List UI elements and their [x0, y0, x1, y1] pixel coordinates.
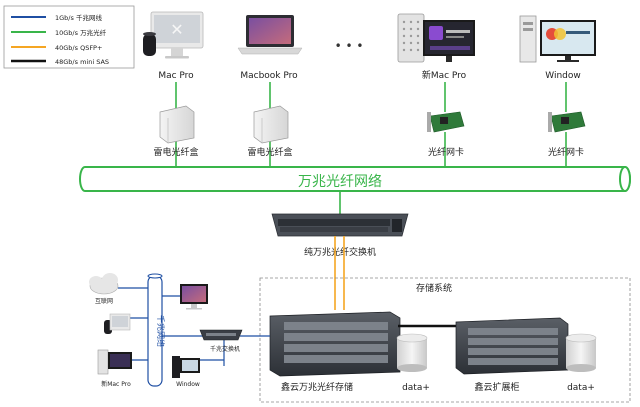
core-switch-label: 纯万兆光纤交换机 [304, 246, 376, 258]
nic-card-icon [427, 111, 465, 133]
database-icon [396, 333, 428, 372]
storage-system: 存储系统 鑫云万兆光纤存储 data+ [259, 277, 631, 403]
lan-section: 千兆网络 互联网 [89, 273, 270, 388]
workstation-label-new-mac-pro: 新Mac Pro [422, 69, 467, 81]
legend: 1Gb/s 千兆网线 10Gb/s 万兆光纤 40Gb/s QSFP+ 48Gb… [3, 5, 135, 69]
internet-label: 互联网 [95, 297, 113, 305]
lan-switch: 千兆交换机 [199, 329, 243, 353]
lan-new-mac-pro-client: 新Mac Pro [97, 349, 132, 388]
workstation-label-macbook-pro: Macbook Pro [240, 71, 298, 81]
lan-backbone-label: 千兆网络 [156, 315, 166, 347]
adapter-label-new-mac-pro: 光纤网卡 [428, 146, 464, 158]
laptop-icon [237, 15, 303, 55]
primary-storage-label: 鑫云万兆光纤存储 [281, 381, 353, 393]
pc-tower-icon [519, 15, 537, 63]
adapter-label-window: 光纤网卡 [548, 146, 584, 158]
lan-backbone: 千兆网络 [147, 273, 166, 387]
mac-pro-cylinder-icon [143, 32, 156, 56]
nic-card-1: 光纤网卡 [427, 111, 465, 158]
monitor-icon [540, 20, 596, 62]
storage-server-icon [269, 311, 401, 377]
thunderbolt-box-icon [159, 105, 195, 144]
lan-mac-pro-client [104, 313, 131, 334]
data-pool-2-label: data+ [567, 383, 595, 393]
primary-storage-server: 鑫云万兆光纤存储 [269, 311, 401, 393]
adapter-label-mac-pro: 雷电光纤盒 [153, 146, 198, 158]
mac-pro-tower-icon [97, 349, 109, 375]
more-devices-indicator: • • • [335, 39, 364, 53]
nic-card-2: 光纤网卡 [548, 111, 586, 158]
internet: 互联网 [89, 273, 119, 305]
lan-imac [180, 284, 208, 310]
qsfp-links [334, 236, 345, 310]
database-icon [565, 333, 597, 372]
expansion-storage-label: 鑫云扩展柜 [474, 381, 519, 393]
storage-system-title: 存储系统 [416, 282, 452, 294]
mac-pro-tower-icon [397, 13, 425, 63]
fiber-links [175, 82, 567, 214]
workstation-label-window: Window [545, 71, 581, 81]
imac-icon: ✕ [150, 11, 204, 59]
workstation-mac-pro: ✕ Mac Pro [143, 11, 204, 81]
svg-text:✕: ✕ [170, 20, 183, 39]
display-icon [423, 20, 475, 62]
legend-label-40gb: 40Gb/s QSFP+ [55, 44, 102, 52]
nic-card-icon [548, 111, 586, 133]
cloud-icon [89, 273, 119, 295]
monitor-icon [180, 358, 200, 373]
network-switch-icon [271, 213, 409, 237]
adapter-label-macbook-pro: 雷电光纤盒 [247, 146, 292, 158]
data-pool-2: data+ [565, 333, 597, 393]
backbone-label: 万兆光纤网络 [298, 174, 382, 190]
network-switch-icon [199, 329, 243, 341]
display-icon [108, 352, 132, 369]
core-switch: 纯万兆光纤交换机 [271, 213, 409, 258]
legend-label-1gb: 1Gb/s 千兆网线 [55, 13, 102, 22]
lan-window-client: Window [172, 356, 200, 388]
legend-label-10gb: 10Gb/s 万兆光纤 [55, 28, 107, 37]
data-pool-1-label: data+ [402, 383, 430, 393]
lan-switch-label: 千兆交换机 [210, 345, 240, 353]
workstation-window: Window [519, 15, 596, 81]
storage-server-icon [455, 317, 569, 375]
workstation-label-mac-pro: Mac Pro [158, 71, 194, 81]
pc-tower-icon [172, 356, 180, 378]
fiber-backbone: 万兆光纤网络 [79, 166, 631, 192]
thunderbolt-box-1: 雷电光纤盒 [153, 105, 199, 158]
data-pool-1: data+ [396, 333, 430, 393]
workstation-macbook-pro: Macbook Pro [237, 15, 303, 81]
expansion-storage-server: 鑫云扩展柜 [455, 317, 569, 393]
lan-client-label-window: Window [176, 381, 200, 388]
thunderbolt-box-icon [253, 105, 289, 144]
imac-icon [109, 313, 131, 331]
workstation-new-mac-pro: 新Mac Pro [397, 13, 475, 81]
legend-label-48gb: 48Gb/s mini SAS [55, 58, 109, 66]
lan-client-label-new-mac-pro: 新Mac Pro [101, 380, 131, 388]
imac-icon [180, 284, 208, 310]
thunderbolt-box-2: 雷电光纤盒 [247, 105, 293, 158]
